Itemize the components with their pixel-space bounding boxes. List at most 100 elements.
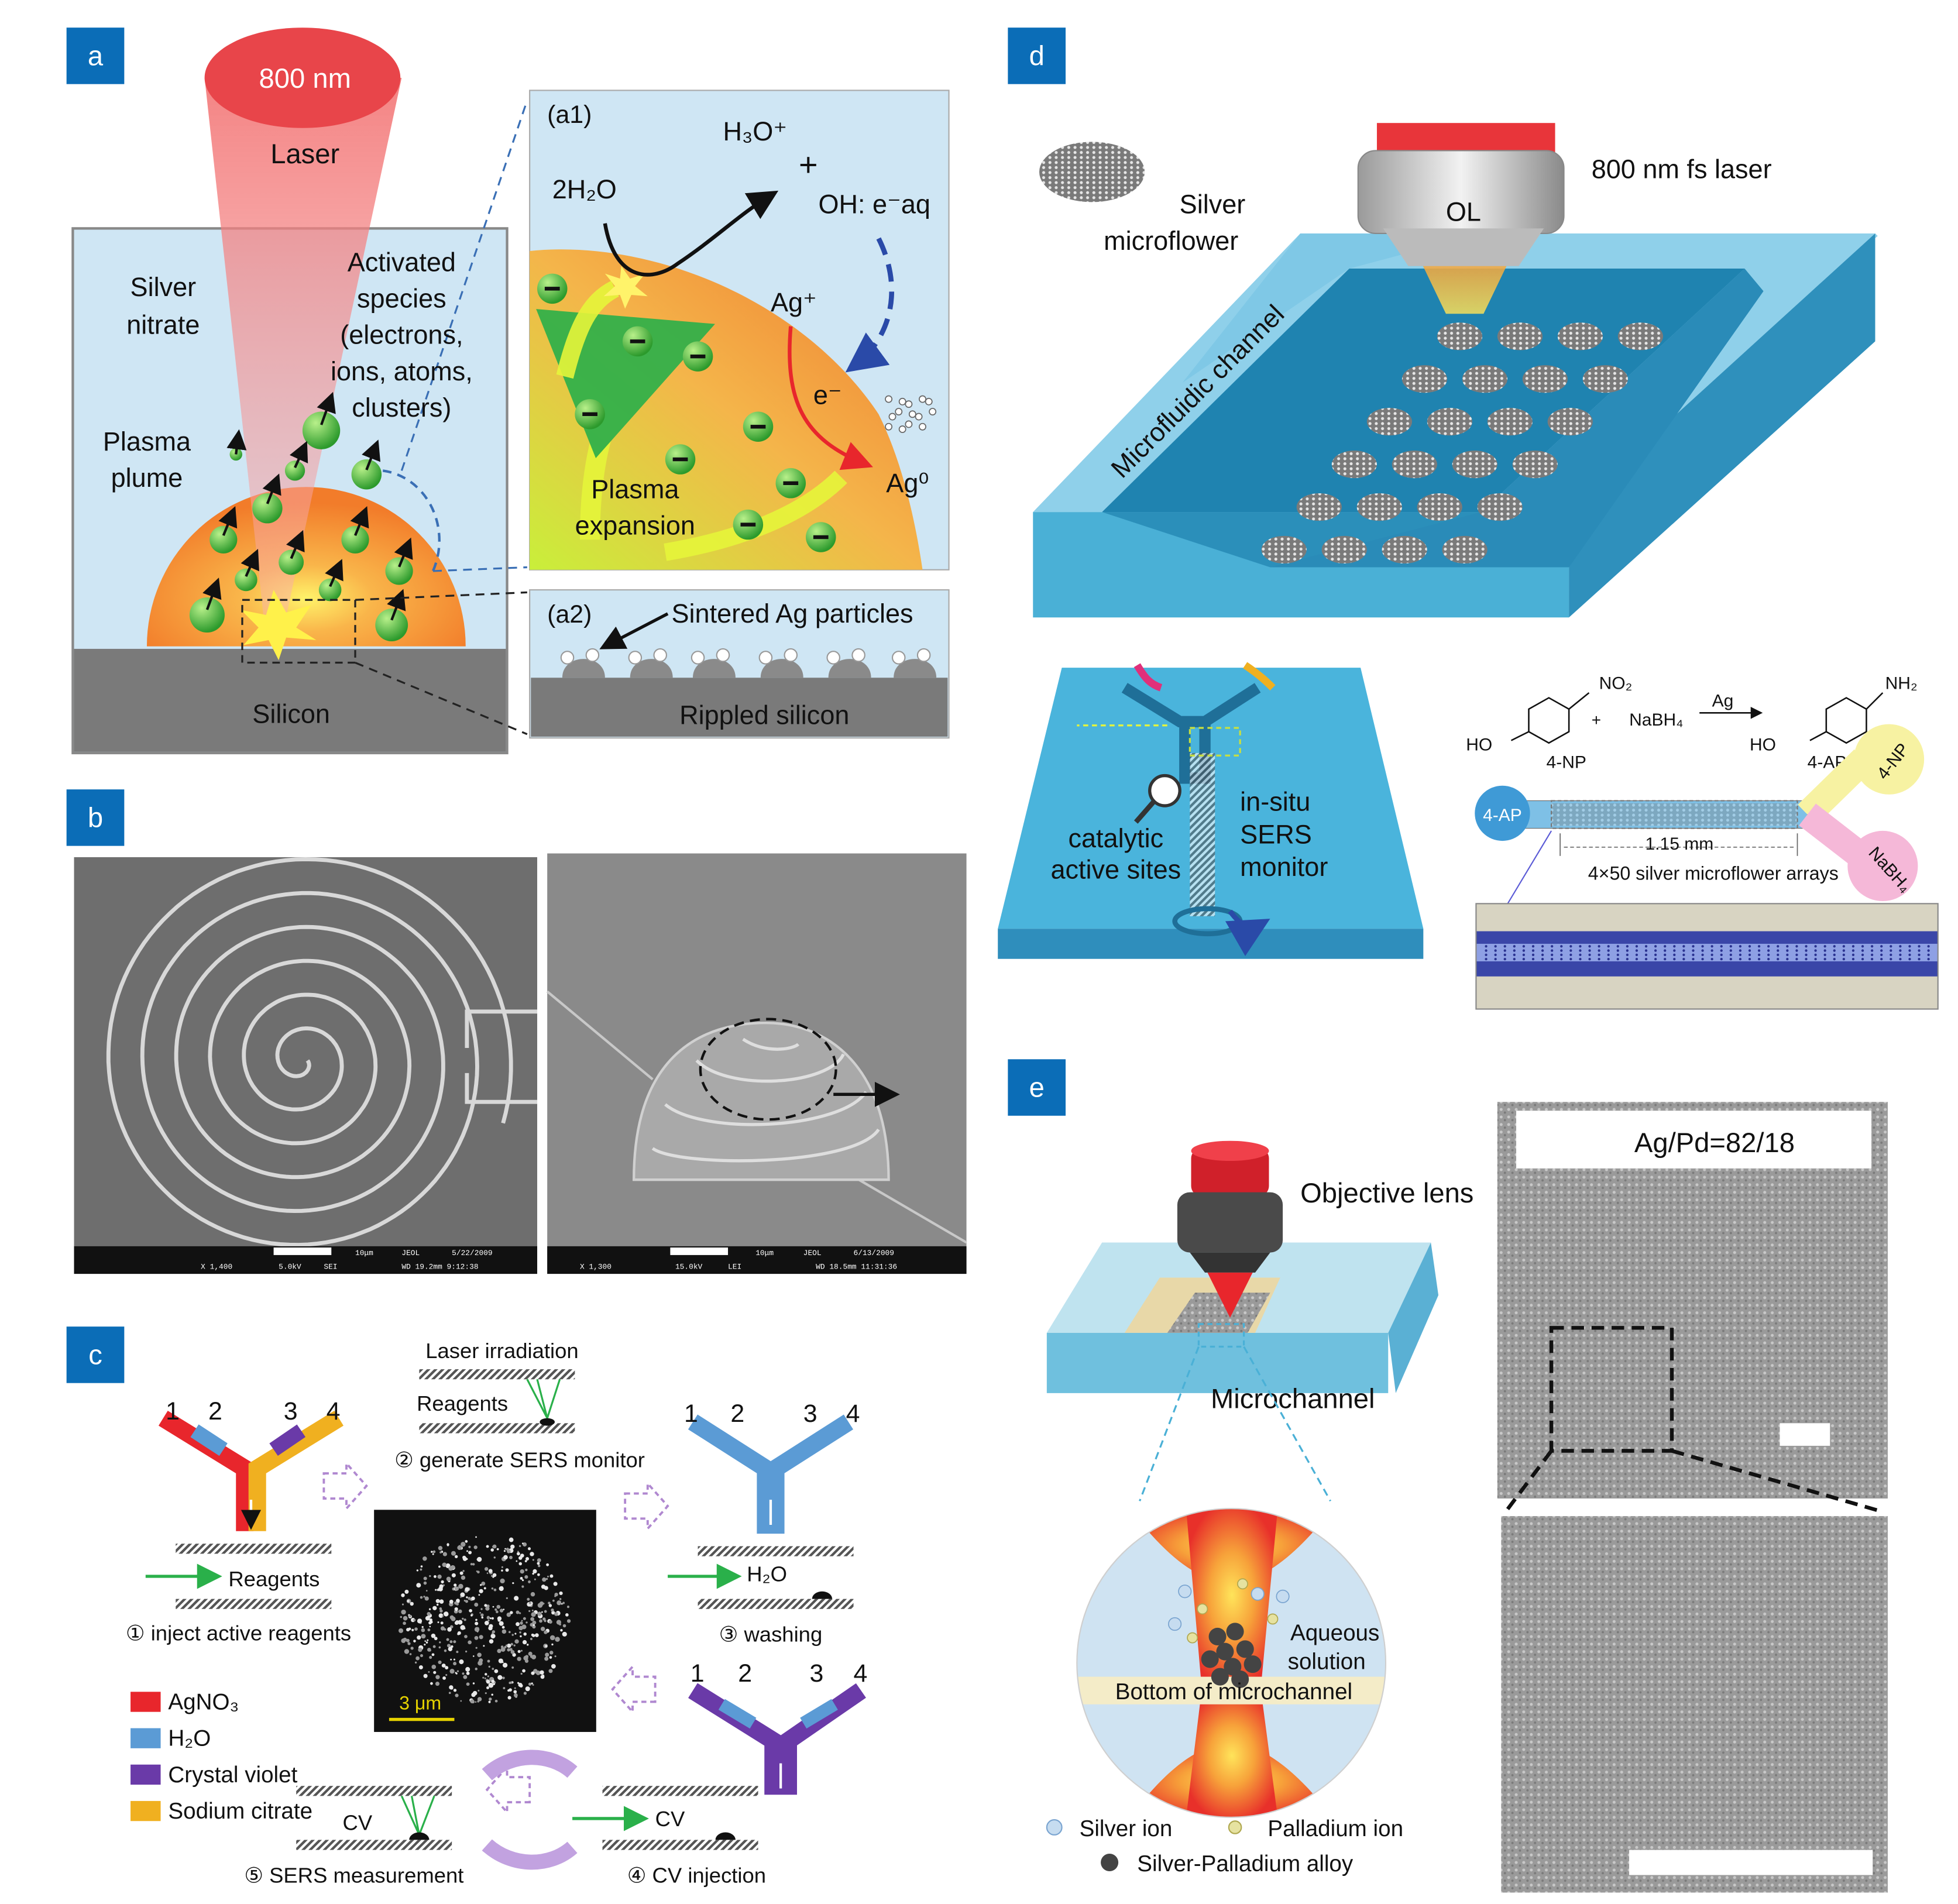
svg-text:H₂O: H₂O [747, 1562, 787, 1586]
sem-dome-image: 10μm JEOL 6/13/2009 X 1,300 15.0kV LEI W… [546, 853, 967, 1274]
sintered-particle [692, 659, 736, 678]
reaction-scheme [1510, 692, 1884, 744]
svg-text:Reagents: Reagents [228, 1567, 320, 1591]
svg-text:5.0kV: 5.0kV [279, 1262, 301, 1271]
plume-particle [351, 459, 382, 490]
svg-text:ions, atoms,: ions, atoms, [331, 356, 473, 386]
microflower [1356, 493, 1402, 521]
svg-text:SEI: SEI [324, 1262, 337, 1271]
svg-text:Laser irradiation: Laser irradiation [425, 1339, 578, 1363]
svg-text:Silver: Silver [130, 272, 197, 302]
svg-text:⑤ SERS measurement: ⑤ SERS measurement [244, 1863, 463, 1887]
ag0-atoms [885, 395, 937, 433]
alloy-particle [1236, 1640, 1254, 1658]
svg-text:Activated: Activated [348, 247, 456, 277]
svg-text:Microchannel: Microchannel [1211, 1383, 1375, 1414]
svg-text:(a2): (a2) [547, 600, 592, 628]
plume-particle [318, 578, 342, 602]
svg-text:2: 2 [730, 1400, 744, 1428]
svg-text:LEI: LEI [728, 1262, 741, 1271]
svg-text:c: c [88, 1339, 102, 1370]
a2-inset: (a2) Sintered Ag particles Rippled silic… [529, 589, 950, 739]
microflower [1321, 535, 1367, 564]
svg-text:Aqueous: Aqueous [1290, 1620, 1379, 1645]
alloy-particle [1211, 1668, 1229, 1686]
svg-text:Silver-Palladium alloy: Silver-Palladium alloy [1137, 1851, 1354, 1876]
panel-e: e Objective lens Microchannel [1008, 1059, 1888, 1893]
array-channel [1475, 724, 1925, 907]
svg-text:2: 2 [208, 1397, 222, 1425]
microflower [1392, 451, 1437, 479]
svg-text:Objective lens: Objective lens [1300, 1177, 1473, 1208]
svg-text:800 nm fs laser: 800 nm fs laser [1592, 154, 1772, 184]
plume-particle [189, 597, 225, 633]
alloy-particle [1216, 1642, 1234, 1661]
array-photo [1475, 903, 1939, 1010]
panel-b: b 10μm JEOL 5/22/2009 X 1,400 5.0kV SEI … [66, 789, 967, 1274]
svg-text:NH₂: NH₂ [1885, 674, 1918, 693]
svg-text:Plasma: Plasma [103, 427, 191, 456]
silicon-substrate [74, 648, 506, 752]
svg-text:③ washing: ③ washing [719, 1623, 823, 1647]
microflower [1261, 535, 1307, 564]
y-chip-step4 [688, 1683, 866, 1795]
laser-spot-star [241, 590, 317, 661]
microfluidic-chip [1033, 233, 1878, 618]
svg-text:e: e [1029, 1072, 1045, 1103]
microflower [1547, 408, 1593, 436]
microflower [1477, 493, 1523, 521]
svg-text:1: 1 [166, 1397, 180, 1425]
sintered-particle [630, 659, 673, 678]
svg-text:expansion: expansion [575, 511, 695, 541]
svg-text:Silver: Silver [1180, 190, 1246, 219]
svg-text:4×50 silver microflower arrays: 4×50 silver microflower arrays [1588, 863, 1839, 884]
microflower [1617, 322, 1663, 350]
svg-text:Reagents: Reagents [417, 1391, 508, 1415]
svg-text:HO: HO [1750, 736, 1776, 755]
microflower [1417, 493, 1462, 521]
microflower [1557, 322, 1603, 350]
a2-zoom-box [241, 599, 356, 664]
svg-text:3: 3 [803, 1400, 817, 1428]
svg-text:Plasma: Plasma [591, 475, 679, 504]
svg-text:1: 1 [684, 1400, 698, 1428]
svg-text:4: 4 [854, 1659, 868, 1688]
svg-text:CV: CV [655, 1807, 685, 1831]
microflower [1296, 493, 1342, 521]
alloy-particle [1226, 1623, 1244, 1641]
plume-particle [209, 525, 238, 554]
svg-text:X 1,300: X 1,300 [580, 1262, 612, 1271]
svg-text:Palladium ion: Palladium ion [1267, 1816, 1403, 1841]
svg-text:Bottom of microchannel: Bottom of microchannel [1115, 1679, 1352, 1704]
svg-text:plume: plume [111, 463, 183, 493]
agpd-sem-top [1497, 1102, 1888, 1499]
svg-text:NaBH₄: NaBH₄ [1629, 710, 1683, 730]
svg-text:Rippled silicon: Rippled silicon [679, 700, 849, 730]
svg-text:monitor: monitor [1240, 852, 1328, 882]
microflower-array [1261, 322, 1663, 564]
plume-particle [284, 460, 305, 481]
svg-text:d: d [1029, 40, 1045, 71]
laser-beam [204, 77, 402, 640]
microflower [1487, 408, 1533, 436]
svg-text:CV: CV [343, 1810, 373, 1834]
svg-text:Ag: Ag [1712, 692, 1734, 711]
plume-particle [279, 549, 304, 575]
microflower [1452, 451, 1497, 479]
plume-particle [302, 411, 341, 449]
laser-beam-top [204, 28, 401, 128]
svg-text:Laser: Laser [270, 138, 339, 169]
zoom-circle [1076, 1508, 1387, 1818]
legend-label: H₂O [168, 1726, 211, 1751]
panel-a: a 800 nm Laser Silver nitrate Activated … [66, 28, 950, 755]
plume-particle [375, 609, 408, 642]
svg-text:X 1,400: X 1,400 [201, 1262, 232, 1271]
svg-text:1: 1 [691, 1659, 705, 1688]
silver-microflower-icon [1039, 142, 1145, 202]
microflower [1331, 451, 1377, 479]
svg-text:+: + [799, 146, 818, 183]
svg-text:OH: e⁻aq: OH: e⁻aq [818, 190, 930, 219]
legend-label: Sodium citrate [168, 1799, 312, 1824]
svg-text:e⁻: e⁻ [813, 380, 842, 410]
